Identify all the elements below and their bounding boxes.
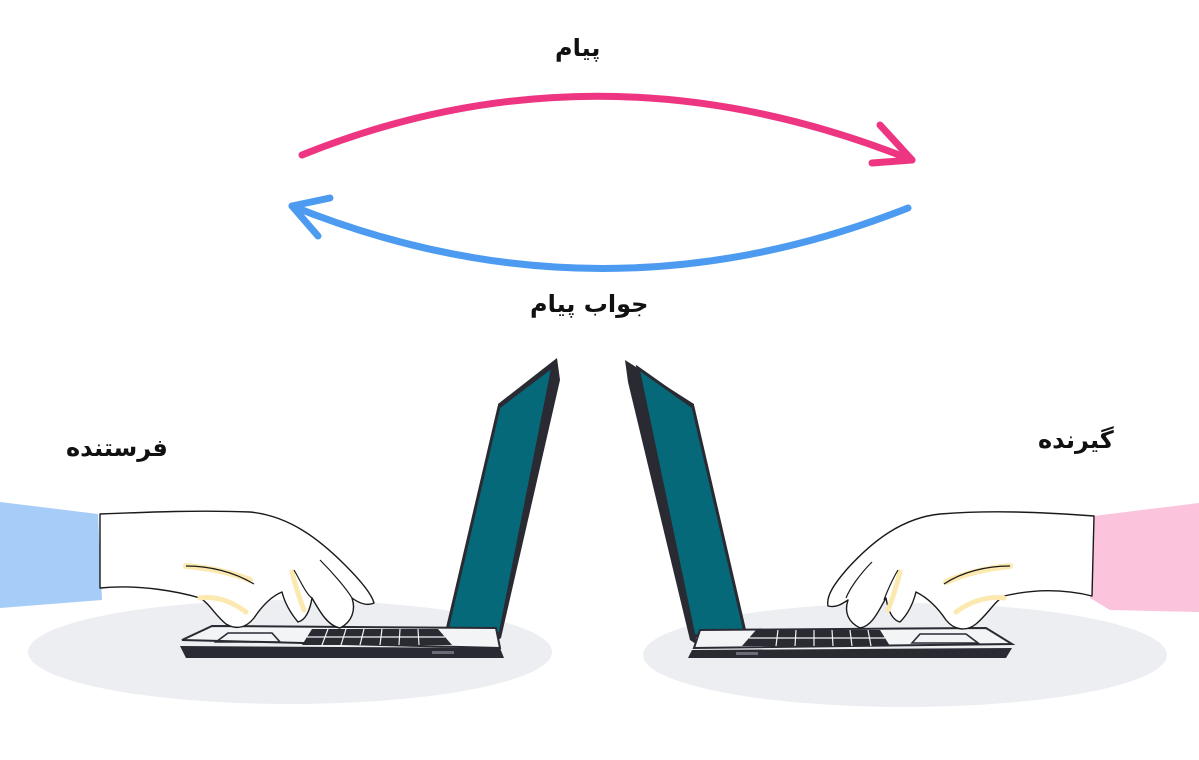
receiver-hand bbox=[827, 503, 1199, 630]
message-arrow bbox=[298, 92, 916, 167]
message-label: پیام bbox=[555, 34, 601, 62]
receiver-label: گیرنده bbox=[1038, 426, 1114, 454]
receiver-laptop bbox=[625, 360, 1016, 658]
reply-label: جواب پیام bbox=[530, 290, 649, 318]
sender-label: فرستنده bbox=[66, 434, 168, 462]
reply-arrow bbox=[288, 194, 912, 272]
sender-laptop bbox=[180, 358, 560, 658]
sender-hand bbox=[0, 502, 375, 629]
